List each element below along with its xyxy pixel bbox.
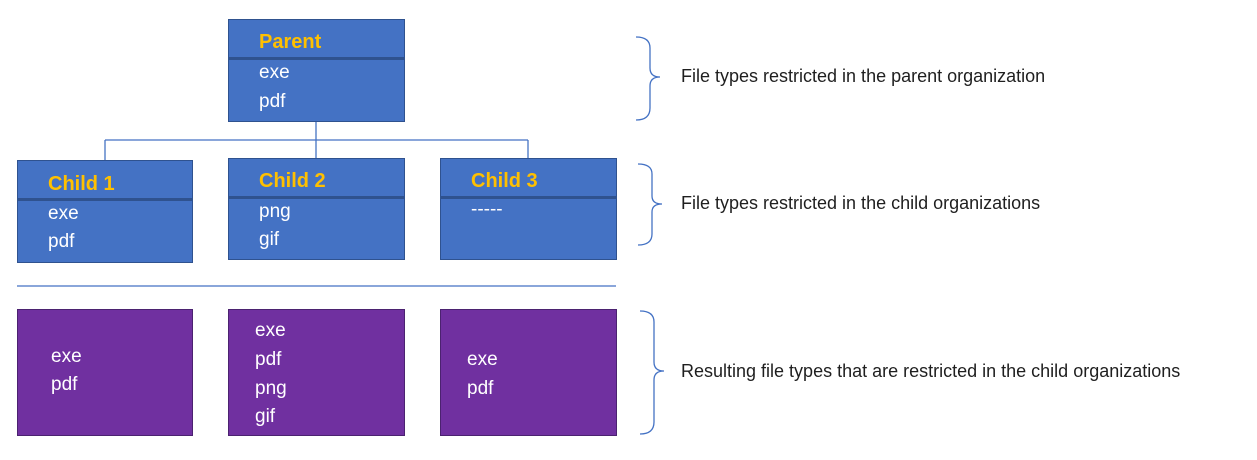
child3-separator <box>441 196 616 199</box>
parent-type-pdf: pdf <box>259 91 286 112</box>
children-brace <box>637 163 663 246</box>
parent-type-exe: exe <box>259 62 290 83</box>
parent-org-box: Parent exe pdf <box>228 19 405 122</box>
parent-note: File types restricted in the parent orga… <box>681 66 1046 86</box>
child3-org-box: Child 3 ----- <box>440 158 617 260</box>
results-brace <box>639 310 665 435</box>
parent-separator <box>229 57 404 60</box>
child2-org-box: Child 2 png gif <box>228 158 405 260</box>
result1-type-exe: exe <box>51 346 82 367</box>
result2-type-png: png <box>255 378 287 399</box>
child1-org-box: Child 1 exe pdf <box>17 160 193 263</box>
parent-brace <box>635 36 661 121</box>
result2-type-pdf: pdf <box>255 349 282 370</box>
child1-type-exe: exe <box>48 203 79 224</box>
child1-separator <box>18 198 192 201</box>
children-note: File types restricted in the child organ… <box>681 193 1041 213</box>
parent-title: Parent <box>259 31 322 53</box>
result2-type-exe: exe <box>255 320 286 341</box>
result3-type-exe: exe <box>467 349 498 370</box>
child2-type-png: png <box>259 201 291 222</box>
result2-type-gif: gif <box>255 406 276 427</box>
result3-type-pdf: pdf <box>467 378 494 399</box>
result2-box: exe pdf png gif <box>228 309 405 436</box>
child1-type-pdf: pdf <box>48 231 75 252</box>
child3-type-none: ----- <box>471 199 503 220</box>
child3-title: Child 3 <box>471 170 538 192</box>
child1-title: Child 1 <box>48 173 115 195</box>
result1-box: exe pdf <box>17 309 193 436</box>
results-note: Resulting file types that are restricted… <box>681 361 1181 381</box>
result3-box: exe pdf <box>440 309 617 436</box>
child2-type-gif: gif <box>259 229 280 250</box>
result1-type-pdf: pdf <box>51 374 78 395</box>
child2-separator <box>229 196 404 199</box>
child2-title: Child 2 <box>259 170 326 192</box>
